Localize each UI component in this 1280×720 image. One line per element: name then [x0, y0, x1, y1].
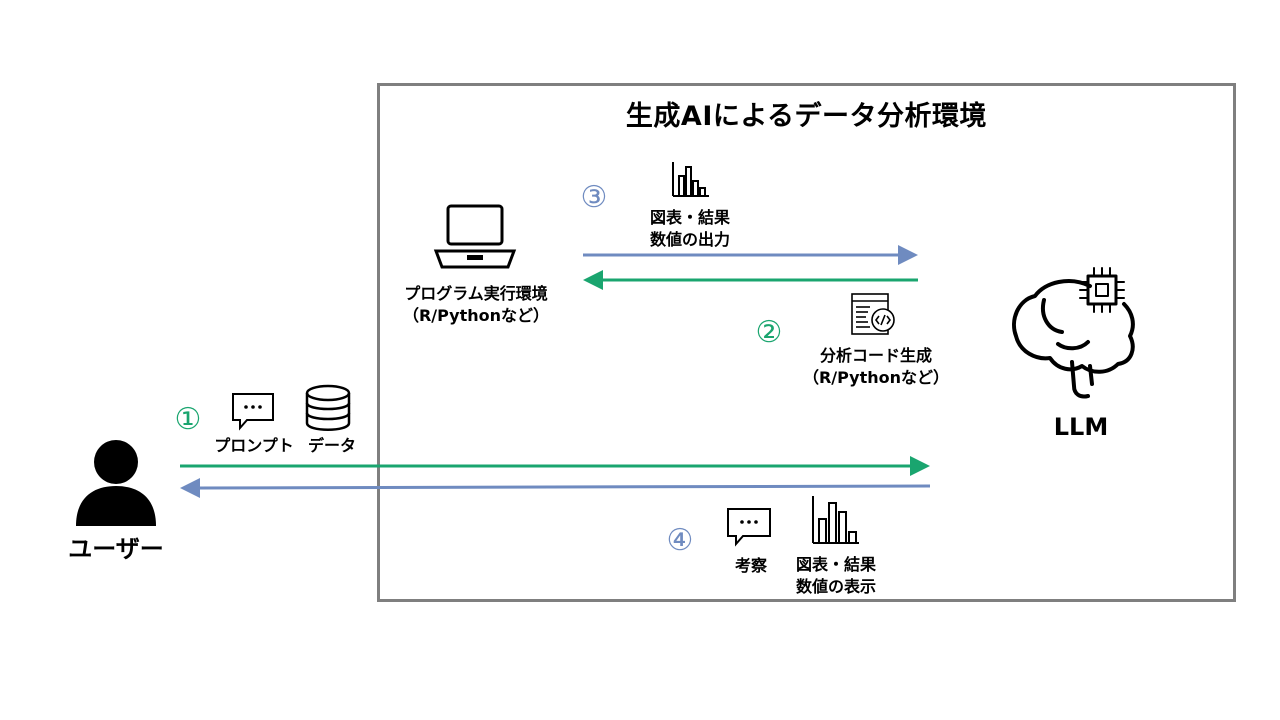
step2-line1: 分析コード生成 — [819, 346, 932, 365]
step3-line2: 数値の出力 — [649, 230, 730, 249]
arrow-step2 — [583, 270, 918, 290]
step4-number: ④ — [666, 523, 694, 558]
step2-line2: （R/Pythonなど） — [802, 368, 950, 387]
code-window-icon — [851, 293, 895, 335]
llm-label: LLM — [1053, 413, 1109, 441]
step1-number: ① — [174, 402, 202, 437]
consideration-label: 考察 — [734, 556, 767, 575]
step2-number: ② — [755, 315, 783, 350]
step4-line2: 数値の表示 — [795, 577, 876, 596]
step4-line1: 図表・結果 — [795, 555, 876, 574]
program-env-line1: プログラム実行環境 — [404, 284, 548, 303]
step4-label: 図表・結果 数値の表示 — [771, 554, 901, 598]
bar-chart-icon — [672, 162, 709, 197]
arrow-step4 — [180, 478, 931, 498]
brain-chip-icon — [1012, 267, 1135, 399]
program-env-line2: （R/Pythonなど） — [402, 306, 550, 325]
program-env-label: プログラム実行環境 （R/Pythonなど） — [396, 283, 556, 327]
database-icon — [305, 384, 351, 431]
prompt-label: プロンプト — [214, 436, 294, 455]
bar-chart-icon-step4 — [812, 496, 859, 544]
step3-label: 図表・結果 数値の出力 — [620, 207, 760, 251]
arrow-step1 — [180, 456, 930, 476]
analysis-environment-frame — [377, 83, 1236, 602]
chat-bubble-icon — [232, 393, 274, 431]
user-label: ユーザー — [68, 535, 164, 563]
arrow-step3 — [583, 245, 918, 265]
diagram-title: 生成AIによるデータ分析環境 — [625, 101, 988, 132]
chat-bubble-icon-step4 — [727, 508, 771, 547]
user-icon — [76, 440, 156, 526]
step3-line1: 図表・結果 — [649, 208, 730, 227]
laptop-icon — [433, 204, 517, 269]
step2-label: 分析コード生成 （R/Pythonなど） — [796, 345, 956, 389]
data-label: データ — [307, 436, 356, 455]
step3-number: ③ — [580, 180, 608, 215]
